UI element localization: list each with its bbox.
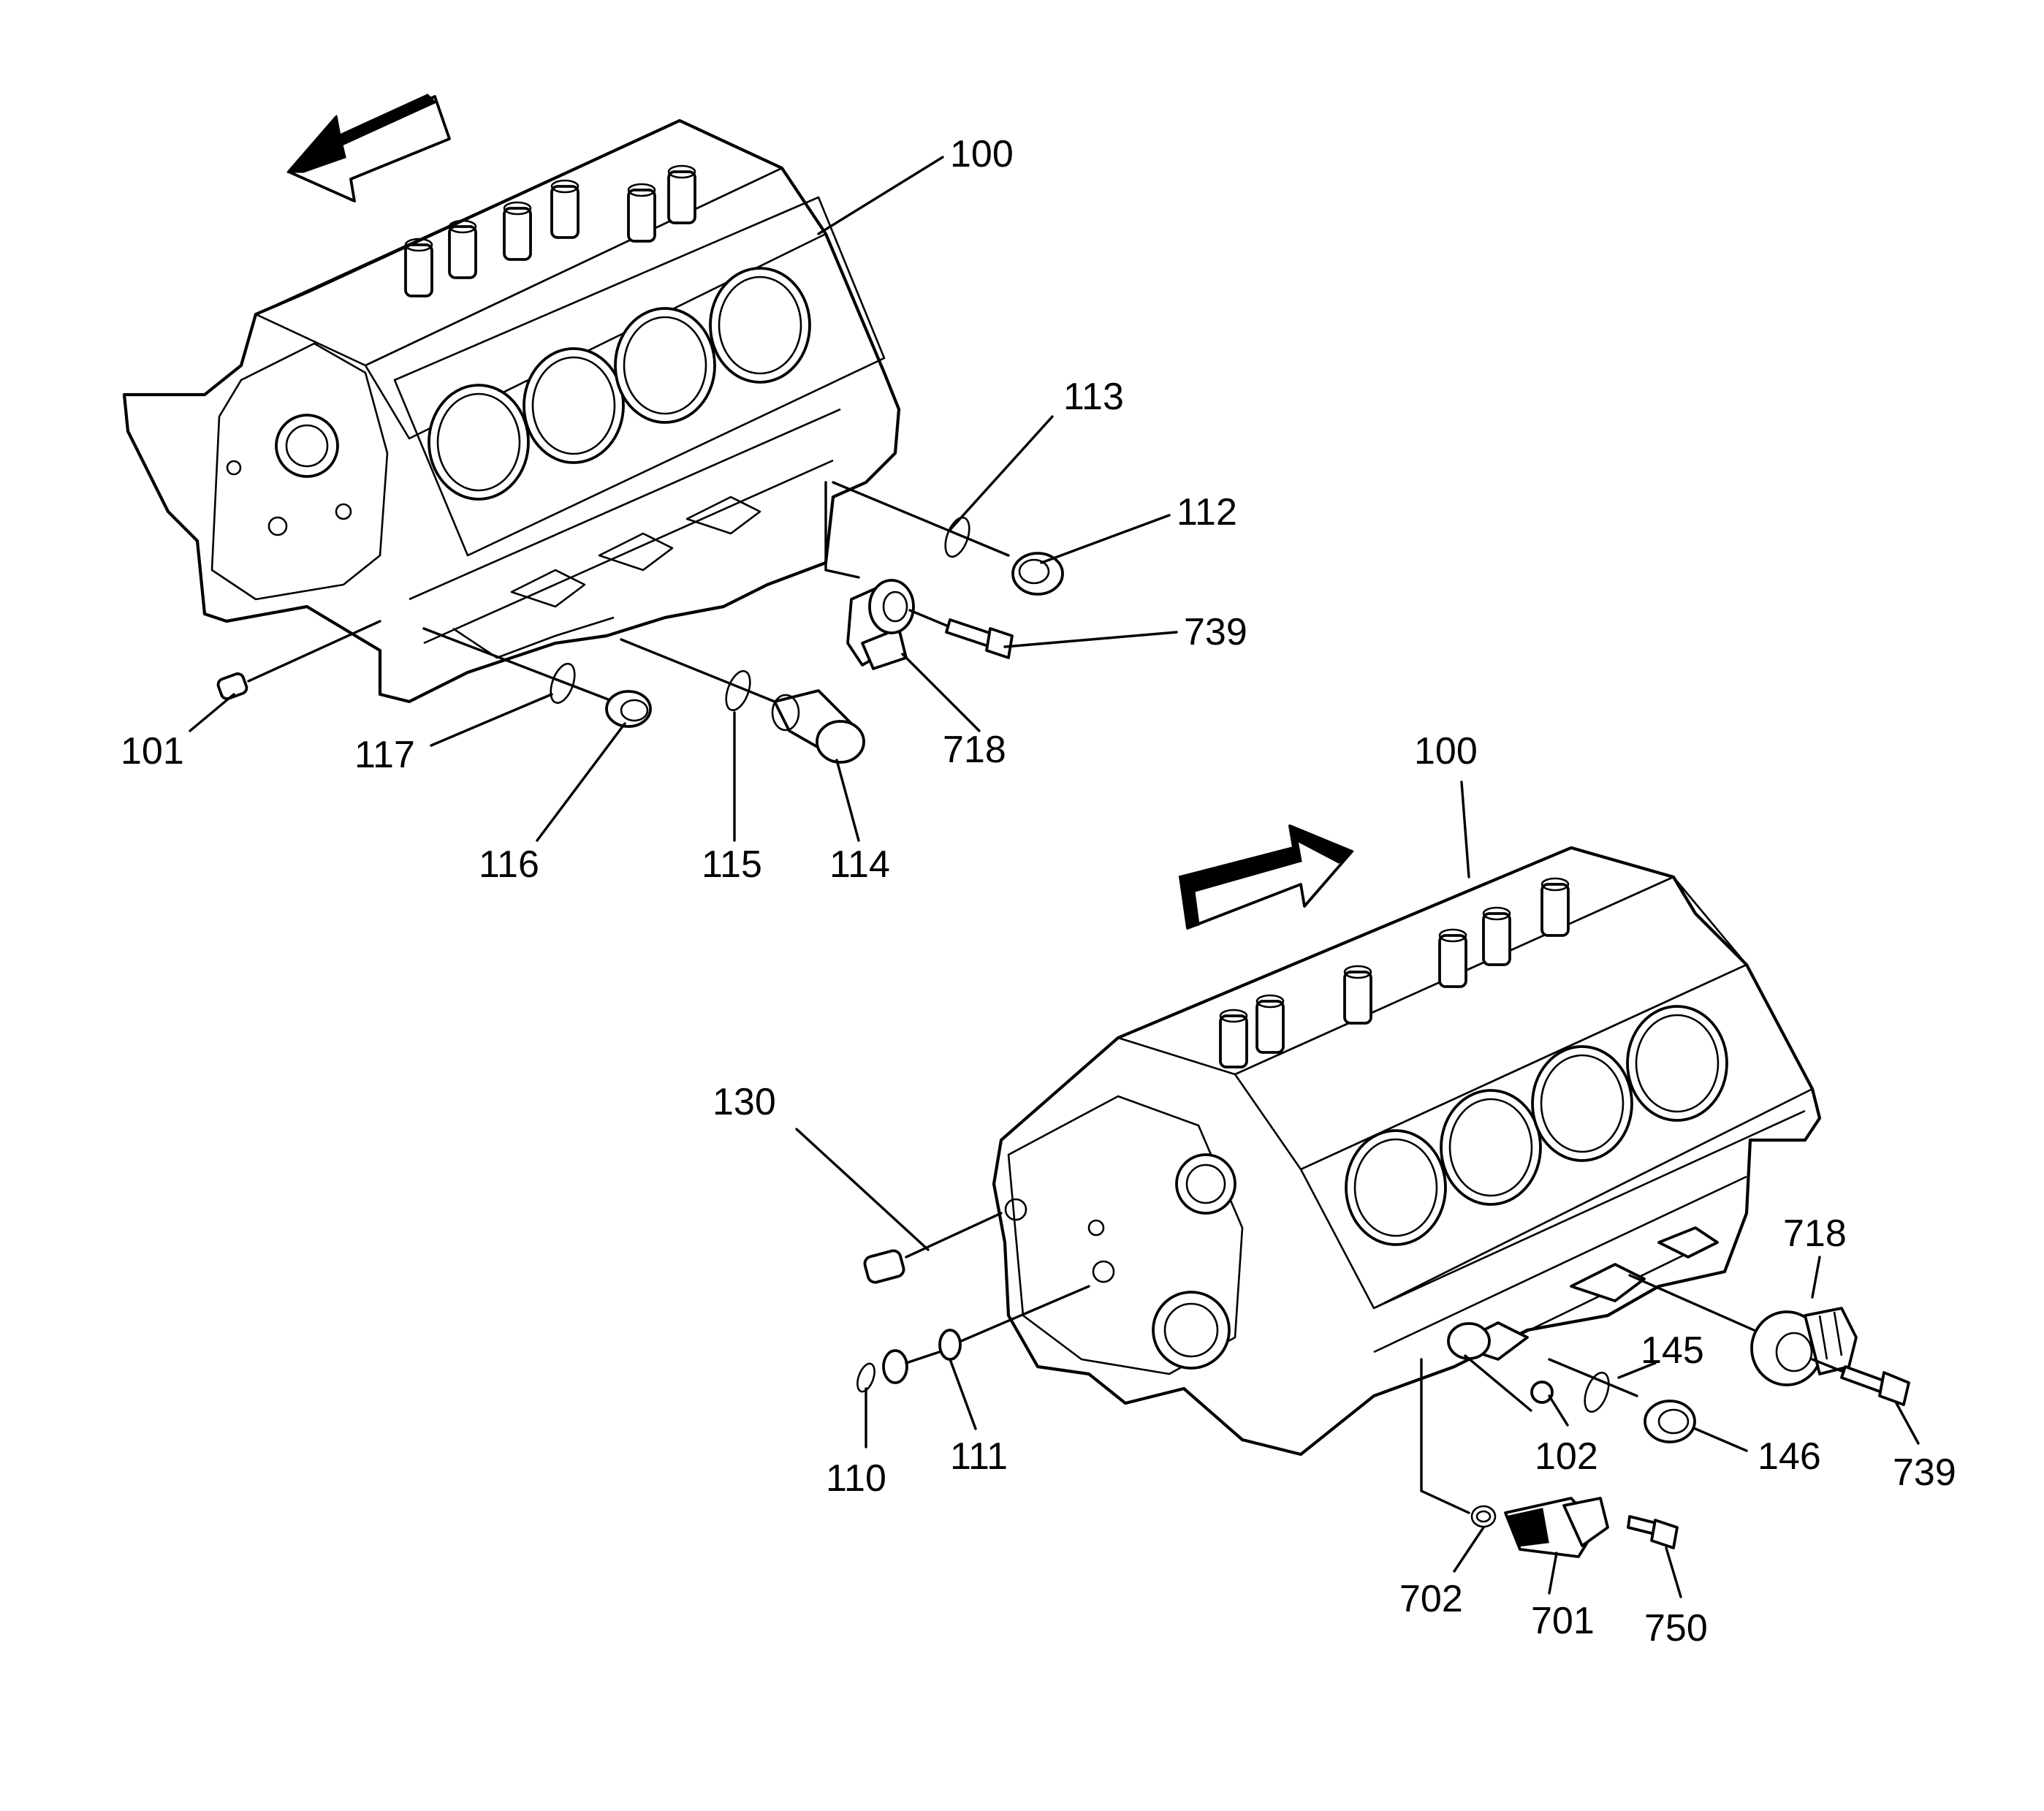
callout-100-bottom: 100 (1414, 730, 1478, 772)
callout-718-bottom: 718 (1783, 1212, 1847, 1255)
part-145-oring (1548, 1358, 1638, 1413)
callout-100-top: 100 (950, 133, 1014, 175)
part-115-oring-top (620, 638, 776, 712)
callout-130: 130 (713, 1081, 776, 1123)
callout-702: 702 (1399, 1578, 1463, 1620)
leader-lines-top (189, 156, 1178, 842)
engine-block-top (122, 118, 901, 704)
callout-114: 114 (829, 843, 890, 886)
direction-arrow-left-icon (286, 94, 451, 202)
part-739-bolt-bottom (1811, 1358, 1910, 1406)
callout-146: 146 (1758, 1435, 1821, 1478)
callout-117: 117 (354, 734, 415, 776)
part-702-seal (1470, 1505, 1497, 1528)
callout-739-top: 739 (1184, 611, 1247, 653)
callout-110: 110 (826, 1457, 886, 1500)
part-110-clip (856, 1362, 875, 1393)
callout-115: 115 (702, 843, 762, 886)
callout-112: 112 (1177, 491, 1237, 534)
callout-701: 701 (1531, 1600, 1595, 1642)
part-101-top (216, 620, 381, 700)
part-750-bolt (1627, 1515, 1679, 1549)
leader-lines-bottom (795, 781, 1920, 1598)
callout-labels: 100 113 112 739 718 101 117 116 115 114 … (121, 133, 1956, 1649)
engine-block-bottom (992, 846, 1822, 1457)
callout-116: 116 (479, 843, 539, 886)
part-114-sensor-top (771, 689, 865, 764)
callout-101: 101 (121, 730, 184, 772)
callout-111: 111 (950, 1435, 1008, 1478)
part-117-oring-top (422, 627, 615, 705)
callout-750: 750 (1644, 1607, 1708, 1649)
callout-718-top: 718 (943, 729, 1006, 771)
callout-739-bottom: 739 (1893, 1451, 1956, 1494)
direction-arrow-right-icon (1178, 824, 1354, 930)
part-112-plug-top (1011, 552, 1064, 596)
callout-102: 102 (1535, 1435, 1598, 1478)
part-130-top-dowel (863, 1212, 1003, 1284)
cylinder-bores-bottom (1345, 1005, 1728, 1246)
lifter-bosses-top (404, 164, 696, 297)
part-113-oring-top (832, 481, 1010, 558)
part-718-knock-sensor-bottom (1628, 1274, 1858, 1386)
part-116-plug-top (605, 690, 652, 728)
callout-113: 113 (1063, 376, 1124, 418)
part-146-plug (1644, 1400, 1696, 1443)
callout-145: 145 (1641, 1329, 1704, 1372)
part-739-bolt-top (908, 609, 1014, 659)
part-102-plug (1530, 1381, 1554, 1404)
part-111-plug (882, 1285, 1090, 1384)
lifter-bosses-bottom (1219, 877, 1570, 1068)
part-701-crank-sensor (1504, 1497, 1609, 1558)
cylinder-bores-top (428, 267, 811, 501)
